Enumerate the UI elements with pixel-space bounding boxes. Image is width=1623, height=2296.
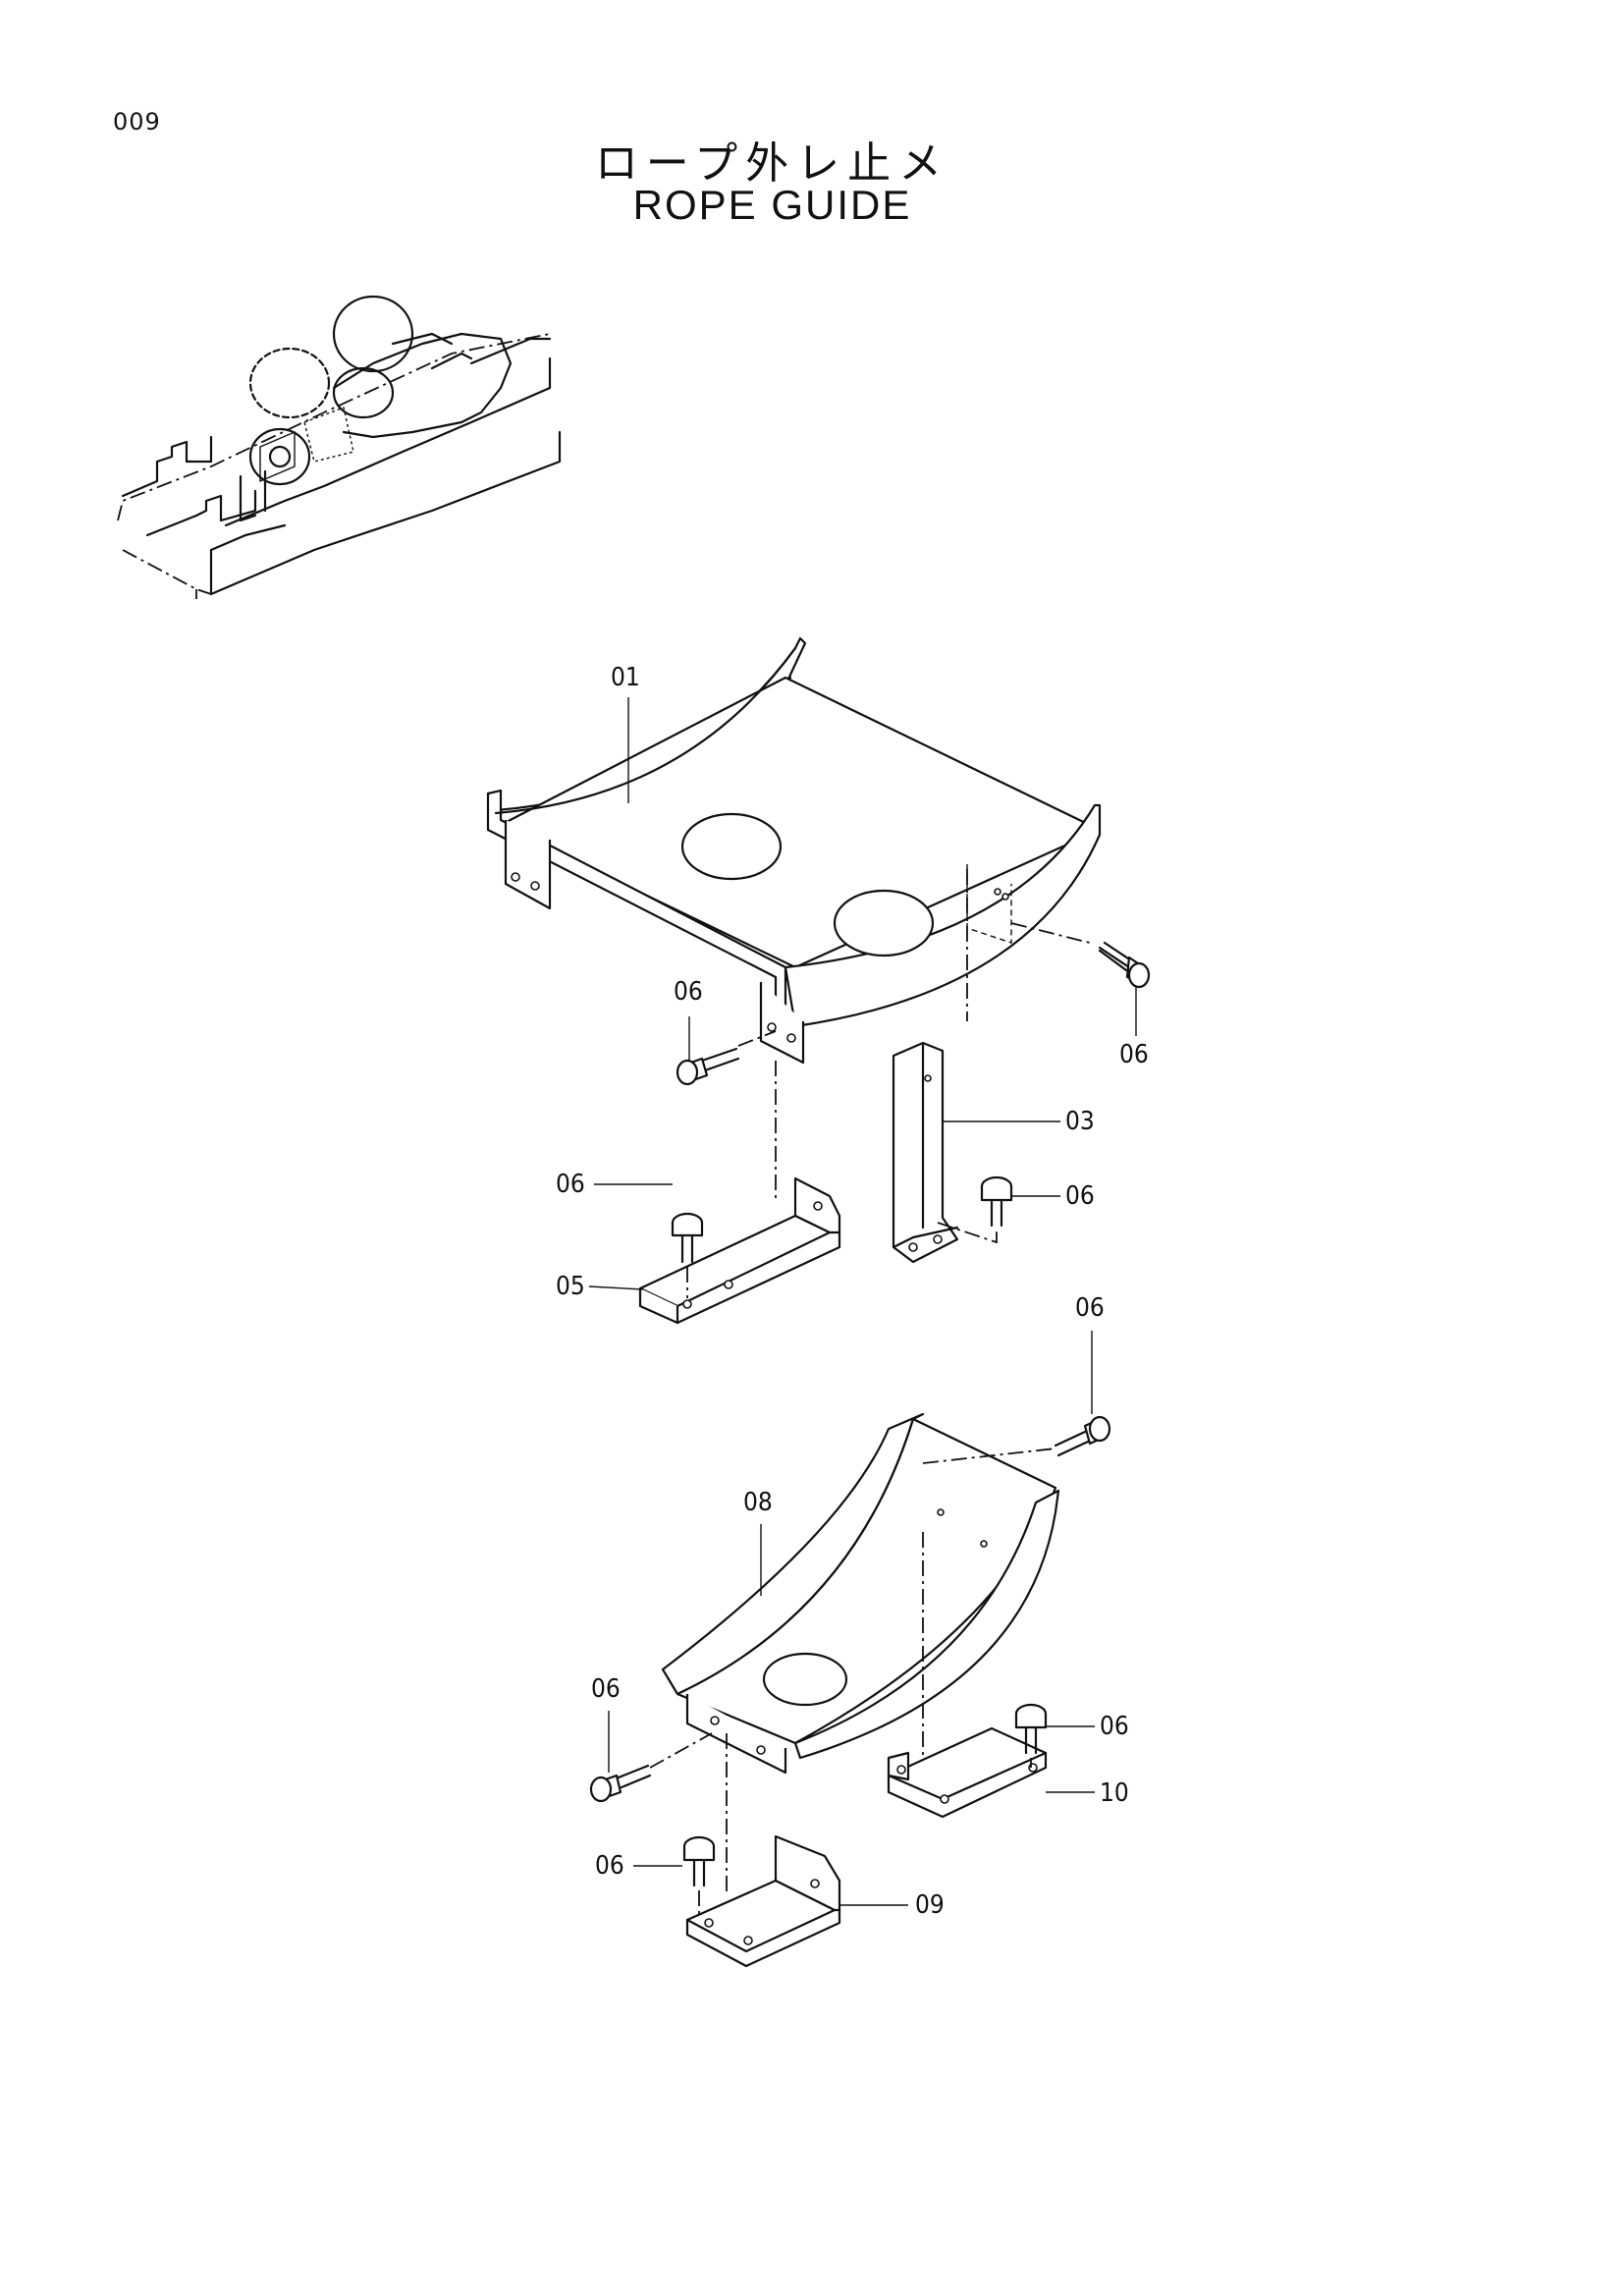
callout-06-c: 06 (556, 1170, 585, 1199)
callout-06-d: 06 (1065, 1181, 1095, 1211)
part-01-upper-rope-guide (486, 636, 1102, 1065)
leader-lines (588, 697, 1137, 1906)
page-number: 009 (113, 108, 161, 136)
callout-05: 05 (556, 1272, 585, 1301)
bolt-03 (980, 1175, 1013, 1228)
callout-06-e: 06 (1075, 1293, 1105, 1323)
page-title-japanese: ロープ外レ止メ (594, 138, 950, 189)
callout-06-f: 06 (591, 1674, 621, 1704)
bolt-01-left (676, 1047, 740, 1086)
part-08-lower-rope-guide (661, 1412, 1060, 1775)
page-title-english: ROPE GUIDE (632, 182, 912, 228)
callout-01: 01 (611, 663, 640, 692)
callout-06-a: 06 (674, 977, 703, 1007)
callout-03: 03 (1065, 1107, 1095, 1136)
bolt-01-right (1098, 941, 1151, 989)
bolt-08-right (1054, 1415, 1111, 1457)
callout-10: 10 (1100, 1778, 1129, 1808)
assembly-center-lines (649, 869, 1091, 1915)
bolt-05 (671, 1212, 704, 1264)
part-05-bracket (638, 1176, 841, 1325)
callout-06-g: 06 (1100, 1712, 1129, 1741)
bolt-10 (1014, 1703, 1048, 1755)
bolt-08-left (589, 1764, 652, 1803)
callout-06-b: 06 (1119, 1040, 1149, 1069)
callout-08: 08 (743, 1488, 773, 1517)
bolts-06 (589, 941, 1151, 1887)
location-overview-illustration (117, 295, 562, 599)
part-10-bracket (887, 1726, 1048, 1819)
bolt-09 (682, 1835, 716, 1887)
part-09-bracket (685, 1834, 841, 1968)
callout-labels: 01 06 06 03 06 06 05 06 08 06 06 10 06 0… (556, 663, 1149, 1920)
callout-06-h: 06 (595, 1851, 624, 1881)
part-03-stay (892, 1041, 959, 1264)
callout-09: 09 (915, 1890, 945, 1920)
